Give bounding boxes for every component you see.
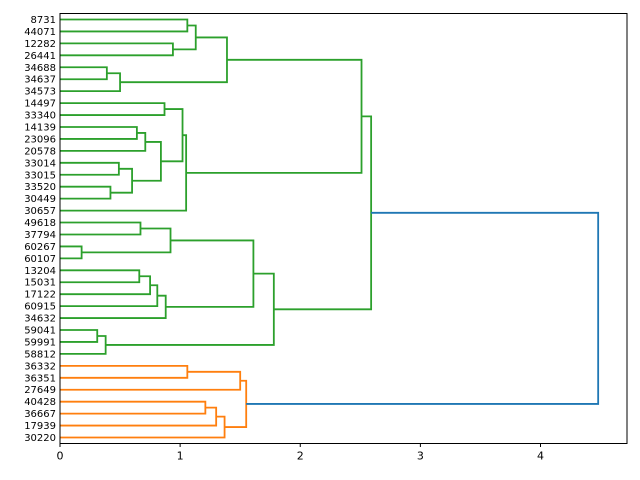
leaf-label: 36332 [24,361,56,372]
dendrogram-link [60,161,120,176]
x-tick-label: 1 [177,450,184,463]
leaf-label: 44071 [24,27,56,38]
leaf-label: 33015 [24,170,56,181]
leaf-label: 14497 [24,99,56,110]
leaf-label: 17122 [24,290,56,301]
leaf-label: 49618 [24,218,56,229]
leaf-label: 14139 [24,122,56,133]
dendrogram-link [60,329,99,343]
leaf-label: 60267 [24,242,56,253]
leaf-label: 40428 [24,397,56,408]
x-tick-label: 2 [297,450,304,463]
dendrogram-link [60,126,138,140]
leaf-label: 60107 [24,254,56,265]
plot-border [59,13,628,444]
leaf-label: 58812 [24,349,56,360]
dendrogram-link [60,335,107,355]
dendrogram-links [60,18,600,439]
leaf-label: 15031 [24,278,56,289]
dendrogram-link [273,115,373,311]
dendrogram-link [60,275,151,296]
leaf-label: 30657 [24,206,56,217]
leaf-label: 23096 [24,134,56,145]
dendrogram-link [60,42,174,57]
dendrogram-link [60,406,218,427]
leaf-label: 20578 [24,146,56,157]
leaf-label: 34632 [24,314,56,325]
dendrogram-link [110,167,133,194]
leaf-label: 59041 [24,326,56,337]
leaf-label: 37794 [24,230,56,241]
leaf-label: 30220 [24,433,56,444]
leaf-label: 36667 [24,409,56,420]
dendrogram-link [246,211,600,405]
leaf-label: 17939 [24,421,56,432]
x-tick-label: 3 [417,450,424,463]
leaf-label: 34573 [24,87,56,98]
leaf-label: 27649 [24,385,56,396]
dendrogram-link [186,58,363,174]
leaf-labels: 8731440711228226441346883463734573144973… [24,15,56,444]
leaf-label: 33520 [24,182,56,193]
leaf-label: 33340 [24,111,56,122]
leaf-label: 36351 [24,373,56,384]
dendrogram-link [60,221,142,236]
leaf-label: 13204 [24,266,56,277]
dendrogram-link [60,132,147,152]
dendrogram-link [60,134,188,212]
leaf-label: 33014 [24,158,56,169]
leaf-label: 34637 [24,75,56,86]
dendrogram-link [60,185,112,200]
leaf-label: 34688 [24,63,56,74]
x-axis: 0 1 2 3 4 [57,443,544,463]
leaf-label: 59991 [24,337,56,348]
leaf-label: 8731 [31,15,56,26]
leaf-label: 60915 [24,302,56,313]
dendrogram-link [105,272,275,346]
leaf-label: 30449 [24,194,56,205]
leaf-label: 26441 [24,51,56,62]
x-tick-label: 0 [57,450,64,463]
dendrogram-link [60,415,226,439]
leaf-label: 12282 [24,39,56,50]
dendrogram-link [224,379,248,428]
x-tick-label: 4 [537,450,544,463]
